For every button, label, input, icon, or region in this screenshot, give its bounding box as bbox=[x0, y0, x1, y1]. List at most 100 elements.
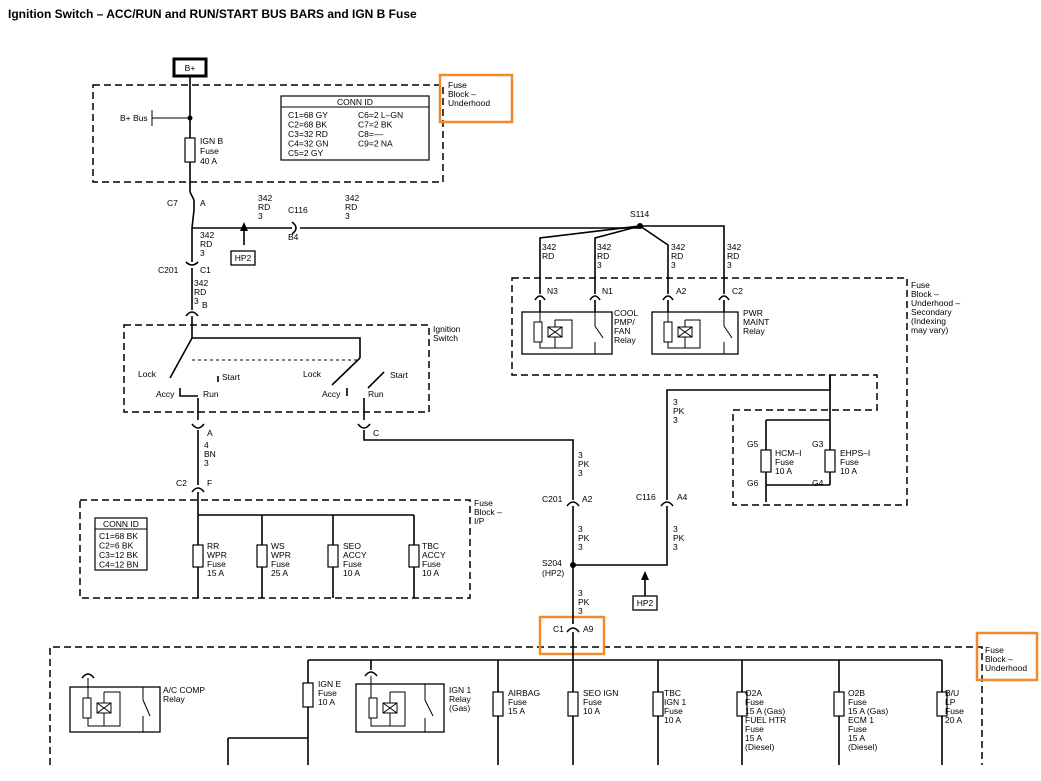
switch-start-left-label: Start bbox=[222, 372, 241, 382]
g5-label: G5 bbox=[747, 439, 759, 449]
secondary-relay-connectors bbox=[534, 295, 730, 301]
secondary-fuse-block-outline bbox=[511, 277, 908, 506]
s114-branch-wires bbox=[539, 225, 725, 294]
switch-start-right-label: Start bbox=[390, 370, 409, 380]
c7-label: C7 bbox=[167, 198, 178, 208]
b-plus-bus-line bbox=[151, 110, 190, 126]
a9-label: A9 bbox=[583, 624, 594, 634]
c7-connector-symbol bbox=[189, 191, 195, 201]
ign1-relay-symbol bbox=[355, 671, 445, 733]
c201-connector-symbol-upper bbox=[185, 261, 199, 266]
hp2-box-upper bbox=[230, 250, 256, 266]
highlight-box-fuse-block-label bbox=[438, 73, 514, 124]
a2-label: A2 bbox=[676, 286, 687, 296]
secondary-relay-leads bbox=[539, 300, 725, 312]
a2-lower-label: A2 bbox=[582, 494, 593, 504]
switch-pin-c-label: C bbox=[373, 428, 379, 438]
switch-lock-right-label: Lock bbox=[303, 369, 322, 379]
switch-lock-left-label: Lock bbox=[138, 369, 157, 379]
n1-label: N1 bbox=[602, 286, 613, 296]
hp2-label-lower: HP2 bbox=[637, 598, 654, 608]
bottom-fuse-symbols bbox=[302, 682, 948, 717]
c1-lower-label: C1 bbox=[553, 624, 564, 634]
c116-connector-symbol bbox=[291, 221, 297, 235]
c2-ip-label: C2 bbox=[176, 478, 187, 488]
ignition-switch-mechanism bbox=[169, 316, 385, 397]
switch-accy-left-label: Accy bbox=[156, 389, 175, 399]
highlight-box-bottom-fuse-block-label bbox=[975, 631, 1039, 682]
svg-text:CONN ID: CONN ID bbox=[103, 519, 139, 529]
ip-fuse-block-outline bbox=[79, 499, 471, 599]
c116-upper-label: C116 bbox=[288, 205, 308, 215]
c1-a9-connector bbox=[566, 627, 580, 633]
s204-label: S204 bbox=[542, 558, 562, 568]
b4-label: B4 bbox=[288, 232, 299, 242]
switch-pin-a-label: A bbox=[207, 428, 213, 438]
wire-342-main-down bbox=[191, 200, 195, 262]
switch-output-connectors bbox=[191, 423, 371, 429]
switch-accy-right-label: Accy bbox=[322, 389, 341, 399]
f-pin-label: F bbox=[207, 478, 212, 488]
pwr-maint-relay-symbol bbox=[651, 311, 739, 355]
hp2-label-upper: HP2 bbox=[235, 253, 252, 263]
g6-label: G6 bbox=[747, 478, 759, 488]
b-plus-bus-label: B+ Bus bbox=[120, 113, 148, 123]
wire-3pk-to-c116 bbox=[666, 375, 831, 500]
ip-bus-bar bbox=[197, 492, 414, 516]
c2-label: C2 bbox=[732, 286, 743, 296]
ign-b-fuse-label: IGN B Fuse 40 A bbox=[200, 136, 226, 166]
hp2-arrow-upper bbox=[240, 222, 248, 231]
switch-output-leads bbox=[197, 398, 365, 420]
cool-fan-relay-symbol bbox=[521, 311, 613, 355]
c201-c116-lower-connectors bbox=[566, 501, 674, 507]
c2-f-connector bbox=[191, 487, 205, 493]
g3-label: G3 bbox=[812, 439, 824, 449]
diagram-title: Ignition Switch – ACC/RUN and RUN/START … bbox=[8, 7, 417, 21]
a4-label: A4 bbox=[677, 492, 688, 502]
c7-pin-a-label: A bbox=[200, 198, 206, 208]
secondary-fuse-symbols bbox=[760, 375, 836, 502]
switch-pin-b-connector bbox=[185, 311, 199, 317]
s114-label: S114 bbox=[630, 209, 649, 219]
switch-pin-b-label: B bbox=[202, 300, 208, 310]
c201-upper-label: C201 bbox=[158, 265, 179, 275]
underhood-fuse-block-outline bbox=[92, 84, 444, 183]
n3-label: N3 bbox=[547, 286, 558, 296]
s204-splice bbox=[570, 562, 576, 568]
ignition-switch-outline bbox=[123, 324, 430, 413]
